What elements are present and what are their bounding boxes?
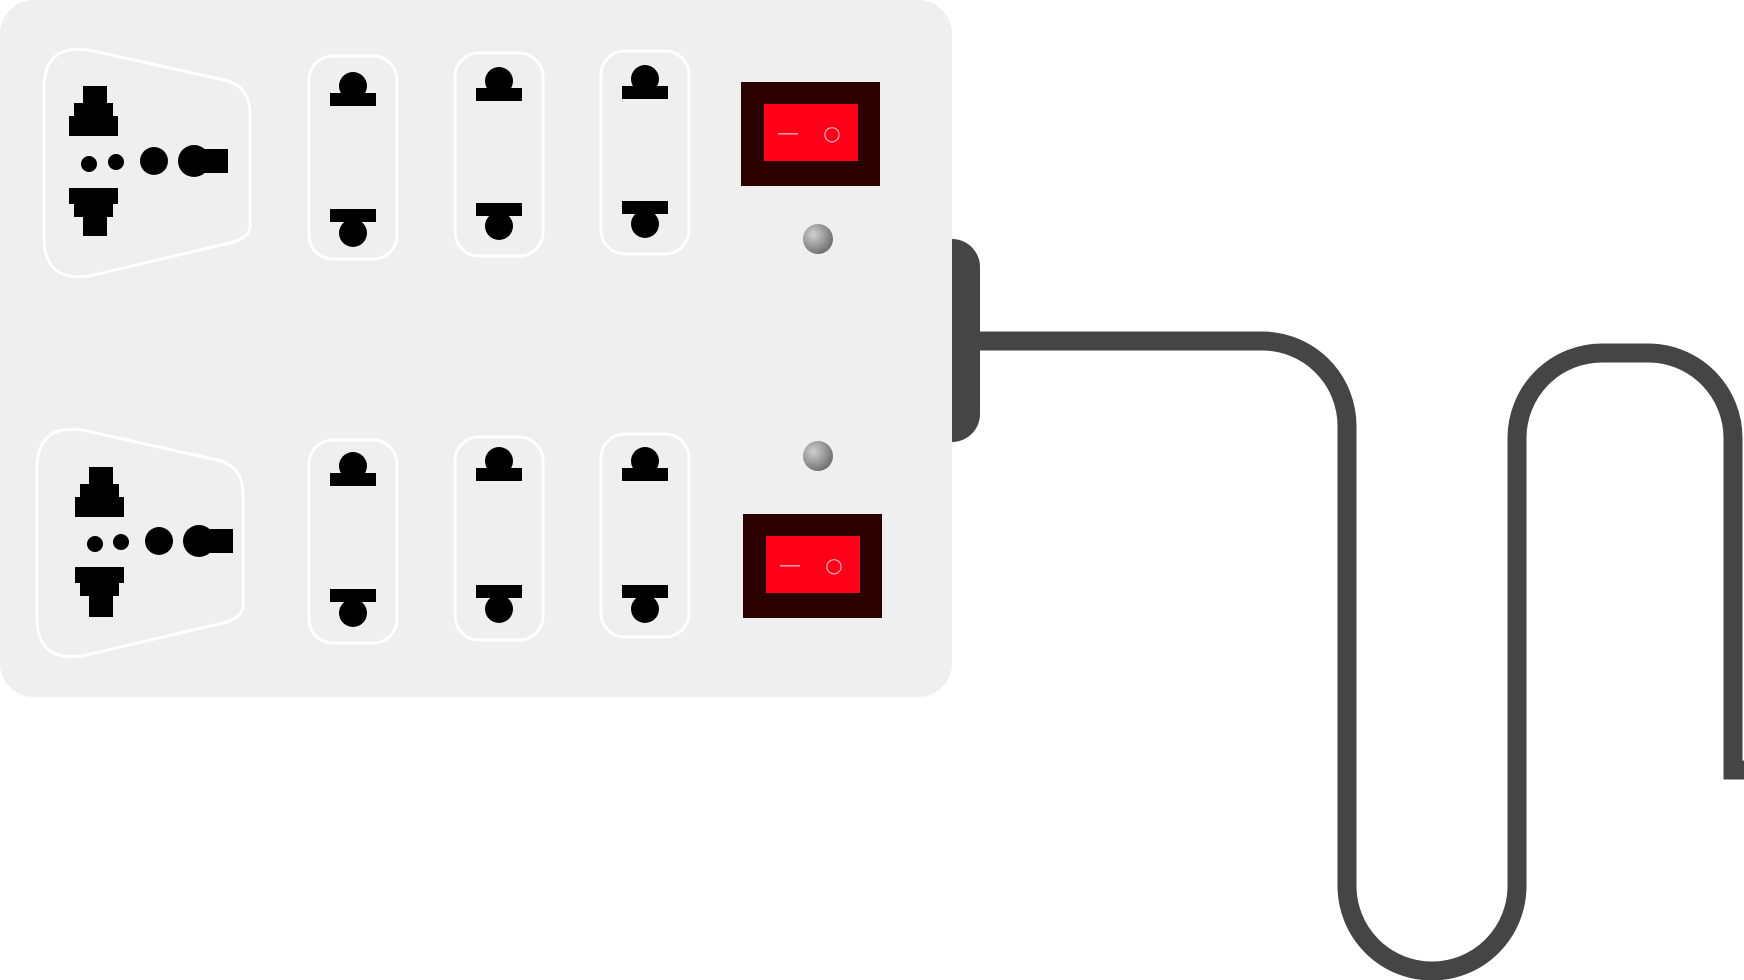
power-strip-body xyxy=(0,0,952,697)
outlet-slot[interactable] xyxy=(307,54,399,261)
switch-off-mark: — xyxy=(780,554,800,576)
outlet-row-bottom: — ○ xyxy=(35,427,882,659)
switch-rocker[interactable] xyxy=(766,536,860,593)
switch-rocker[interactable] xyxy=(764,104,858,161)
indicator-light xyxy=(803,224,833,254)
switch-on-mark: ○ xyxy=(825,553,842,577)
outlet-slot[interactable] xyxy=(453,435,545,642)
power-switch[interactable]: — ○ xyxy=(741,82,880,186)
power-switch[interactable]: — ○ xyxy=(743,514,882,618)
cord-connector xyxy=(952,239,980,442)
switch-off-mark: — xyxy=(778,122,798,144)
outlet-slot[interactable] xyxy=(599,49,691,256)
outlet-slot[interactable] xyxy=(307,438,399,645)
switch-on-mark: ○ xyxy=(823,121,840,145)
outlet-row-top: — ○ xyxy=(42,47,880,279)
indicator-light xyxy=(803,441,833,471)
universal-outlet[interactable] xyxy=(42,47,252,279)
universal-outlet[interactable] xyxy=(35,427,245,659)
outlet-slot[interactable] xyxy=(599,432,691,639)
outlet-slot[interactable] xyxy=(453,51,545,258)
power-cord xyxy=(980,331,1744,980)
